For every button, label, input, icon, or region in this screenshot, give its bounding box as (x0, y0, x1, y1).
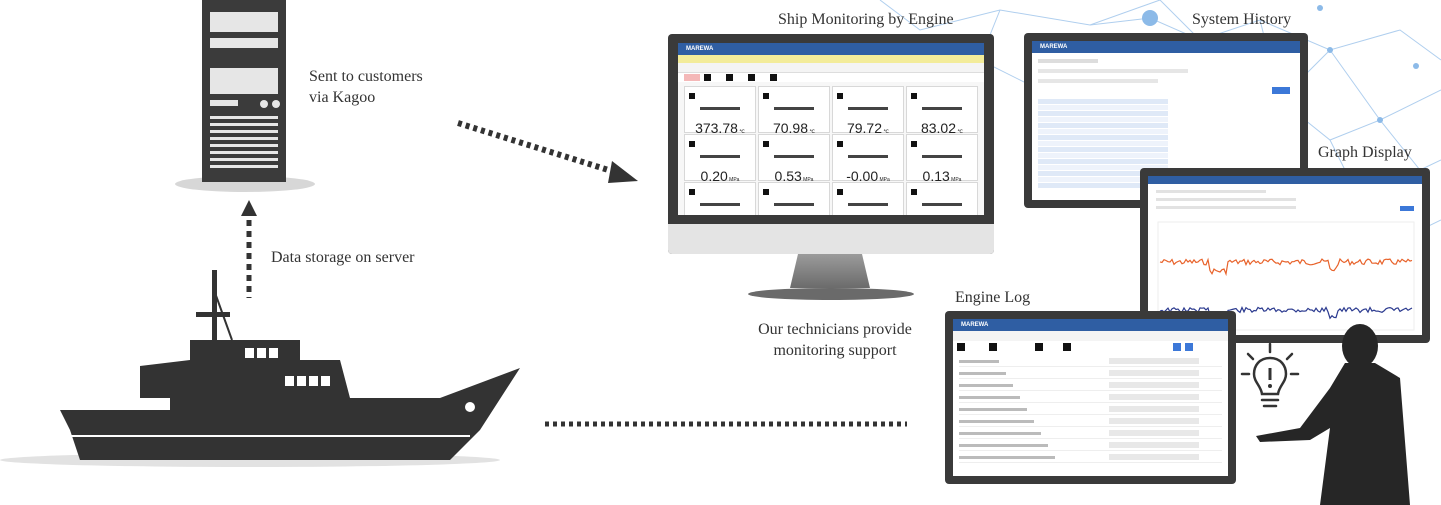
log-row (959, 417, 1222, 427)
tile-title-bar (907, 202, 977, 208)
history-row (1038, 141, 1168, 146)
history-row (1038, 159, 1168, 164)
tile-checkbox[interactable] (911, 141, 917, 147)
tile-value: 0.53 MPa (774, 168, 814, 184)
log-row (959, 429, 1222, 439)
history-row (1038, 135, 1168, 140)
engine-log-tablet: MAREWA (945, 311, 1236, 484)
monitor-tile: 70.98 ℃ (758, 86, 830, 136)
log-row (959, 441, 1222, 451)
monitor-tile: -0.00 MPa (832, 134, 904, 184)
graph-display-label: Graph Display (1318, 144, 1412, 161)
tile-title-bar (907, 106, 977, 112)
monitor-tile: 0.53 MPa (758, 182, 830, 215)
monitor-tile: 0.53 MPa (758, 134, 830, 184)
tile-checkbox[interactable] (837, 93, 843, 99)
tile-title-bar (907, 154, 977, 160)
tile-title-bar (833, 106, 903, 112)
monitor-tile: 373.78 ℃ (684, 86, 756, 136)
ship-illustration (0, 270, 520, 467)
tile-checkbox[interactable] (763, 93, 769, 99)
tile-title-bar (833, 154, 903, 160)
data-storage-label: Data storage on server (271, 249, 415, 266)
tile-title-bar (759, 202, 829, 208)
log-row (959, 369, 1222, 379)
tile-title-bar (759, 154, 829, 160)
tile-title-bar (833, 202, 903, 208)
monitor-tile: 79.72 ℃ (832, 86, 904, 136)
tile-title-bar (685, 154, 755, 160)
tile-checkbox[interactable] (911, 93, 917, 99)
history-row (1038, 177, 1168, 182)
monitor-tile: 0.20 MPa (684, 134, 756, 184)
log-row (959, 381, 1222, 391)
tile-checkbox[interactable] (763, 189, 769, 195)
tile-checkbox[interactable] (837, 189, 843, 195)
lightbulb-icon (1240, 342, 1300, 408)
tile-checkbox[interactable] (837, 141, 843, 147)
tile-value: -0.00 MPa (846, 168, 890, 184)
server-tower (175, 0, 315, 192)
tile-value: 83.02 ℃ (920, 120, 964, 136)
tile-value: 0.20 MPa (700, 168, 740, 184)
tile-checkbox[interactable] (911, 189, 917, 195)
history-row (1038, 183, 1168, 188)
app-brand: MAREWA (686, 46, 714, 52)
sent-to-customers-label: Sent to customers via Kagoo (309, 68, 423, 106)
history-row (1038, 123, 1168, 128)
tile-checkbox[interactable] (689, 93, 695, 99)
log-row (959, 453, 1222, 463)
delivery-arrow (457, 120, 638, 183)
history-row (1038, 147, 1168, 152)
tile-title-bar (759, 106, 829, 112)
monitor-tile: 0.20 MPa (684, 182, 756, 215)
tile-value: 373.78 ℃ (695, 120, 745, 136)
history-row (1038, 153, 1168, 158)
history-row (1038, 99, 1168, 104)
tile-title-bar (685, 106, 755, 112)
history-row (1038, 165, 1168, 170)
monitor-tile: 0.13 MPa (906, 182, 978, 215)
history-row (1038, 105, 1168, 110)
monitor-stand (790, 254, 870, 288)
engine-log-label: Engine Log (955, 289, 1031, 306)
monitor-base (748, 288, 914, 300)
ship-link-line (545, 421, 907, 427)
tile-checkbox[interactable] (689, 189, 695, 195)
tile-title-bar (685, 202, 755, 208)
tile-checkbox[interactable] (689, 141, 695, 147)
history-row (1038, 111, 1168, 116)
technicians-label: Our technicians provide monitoring suppo… (758, 321, 912, 359)
ship-monitoring-label: Ship Monitoring by Engine (778, 11, 954, 28)
tile-checkbox[interactable] (763, 141, 769, 147)
system-history-label: System History (1192, 11, 1292, 28)
monitor-screen: MAREWA 373.78 ℃ 70.98 ℃ 79.72 ℃ 83.02 ℃ 0.20… (678, 43, 984, 215)
monitor-tile: -0.00 MPa (832, 182, 904, 215)
tile-value: 70.98 ℃ (772, 120, 816, 136)
history-row (1038, 117, 1168, 122)
log-row (959, 405, 1222, 415)
presenter-silhouette (1256, 324, 1410, 505)
tile-value: 79.72 ℃ (846, 120, 890, 136)
history-row (1038, 129, 1168, 134)
monitor-tile: 83.02 ℃ (906, 86, 978, 136)
upload-arrow (241, 200, 257, 298)
monitor-display: MAREWA 373.78 ℃ 70.98 ℃ 79.72 ℃ 83.02 ℃ 0.20… (668, 34, 994, 254)
app-header: MAREWA (678, 43, 984, 55)
log-row (959, 357, 1222, 367)
tile-value: 0.13 MPa (922, 168, 962, 184)
log-row (959, 393, 1222, 403)
monitor-tile: 0.13 MPa (906, 134, 978, 184)
history-row (1038, 171, 1168, 176)
